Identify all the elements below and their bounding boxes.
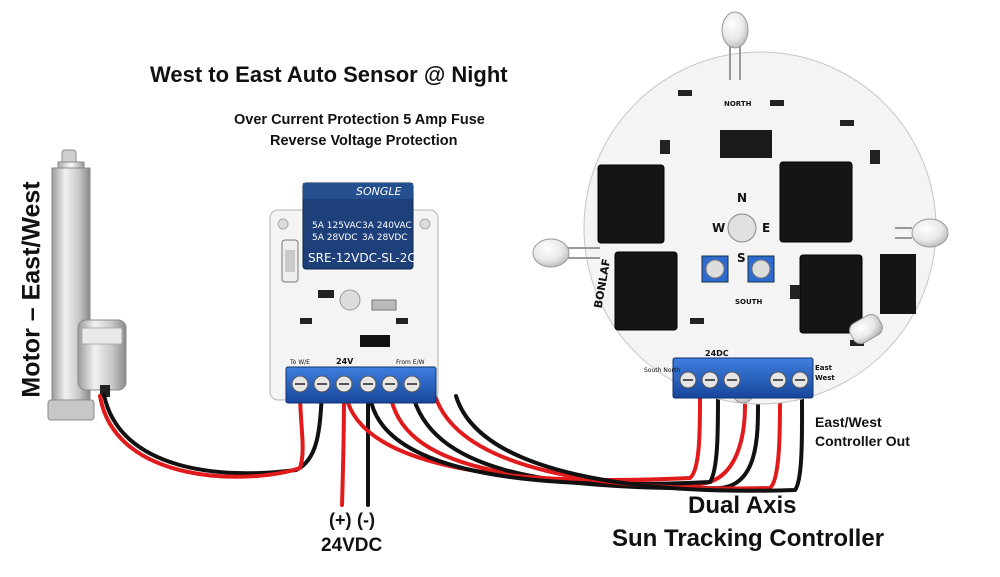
board-south-label: SOUTH [735, 298, 762, 306]
relay-terminal-to: To W/E [289, 359, 310, 366]
relay-model: SRE-12VDC-SL-2C [308, 251, 416, 265]
board-terminal-west: West [815, 374, 835, 382]
relay-rating-right-1: 3A 240VAC [362, 221, 412, 231]
motor-label: Motor – East/West [17, 181, 46, 398]
compass-w: W [712, 221, 725, 235]
relay-rating-left-2: 5A 28VDC [312, 233, 358, 243]
subtitle-fuse: Over Current Protection 5 Amp Fuse [234, 112, 485, 128]
controller-out-label-line2: Controller Out [815, 433, 910, 449]
compass-n: N [737, 191, 747, 205]
relay-module [269, 182, 439, 404]
sun-tracking-controller-board [532, 11, 949, 405]
subtitle-reverse-voltage: Reverse Voltage Protection [270, 133, 458, 149]
board-terminal-24dc: 24DC [705, 349, 729, 358]
controller-out-label-line1: East/West [815, 414, 882, 430]
relay-terminal-from: From E/W [396, 359, 425, 366]
power-minus-label: (-) [357, 510, 375, 530]
compass-e: E [762, 221, 770, 235]
compass-s: S [737, 251, 746, 265]
relay-printing: SONGLE 5A 125VAC 5A 28VDC 3A 240VAC 3A 2… [289, 185, 425, 366]
controller-name-line2: Sun Tracking Controller [612, 525, 885, 552]
board-terminal-south-north: South North [644, 367, 680, 374]
relay-brand: SONGLE [356, 185, 402, 198]
controller-name-line1: Dual Axis [688, 492, 797, 519]
power-plus-label: (+) [329, 510, 352, 530]
relay-rating-left-1: 5A 125VAC [312, 221, 362, 231]
relay-terminal-24v: 24V [336, 357, 354, 366]
board-north-label: NORTH [724, 100, 752, 108]
board-terminal-east: East [815, 364, 833, 372]
power-voltage-label: 24VDC [321, 535, 383, 556]
wires [98, 390, 805, 507]
diagram-title: West to East Auto Sensor @ Night [150, 62, 508, 87]
linear-actuator-motor [47, 149, 127, 421]
relay-rating-right-2: 3A 28VDC [362, 233, 408, 243]
